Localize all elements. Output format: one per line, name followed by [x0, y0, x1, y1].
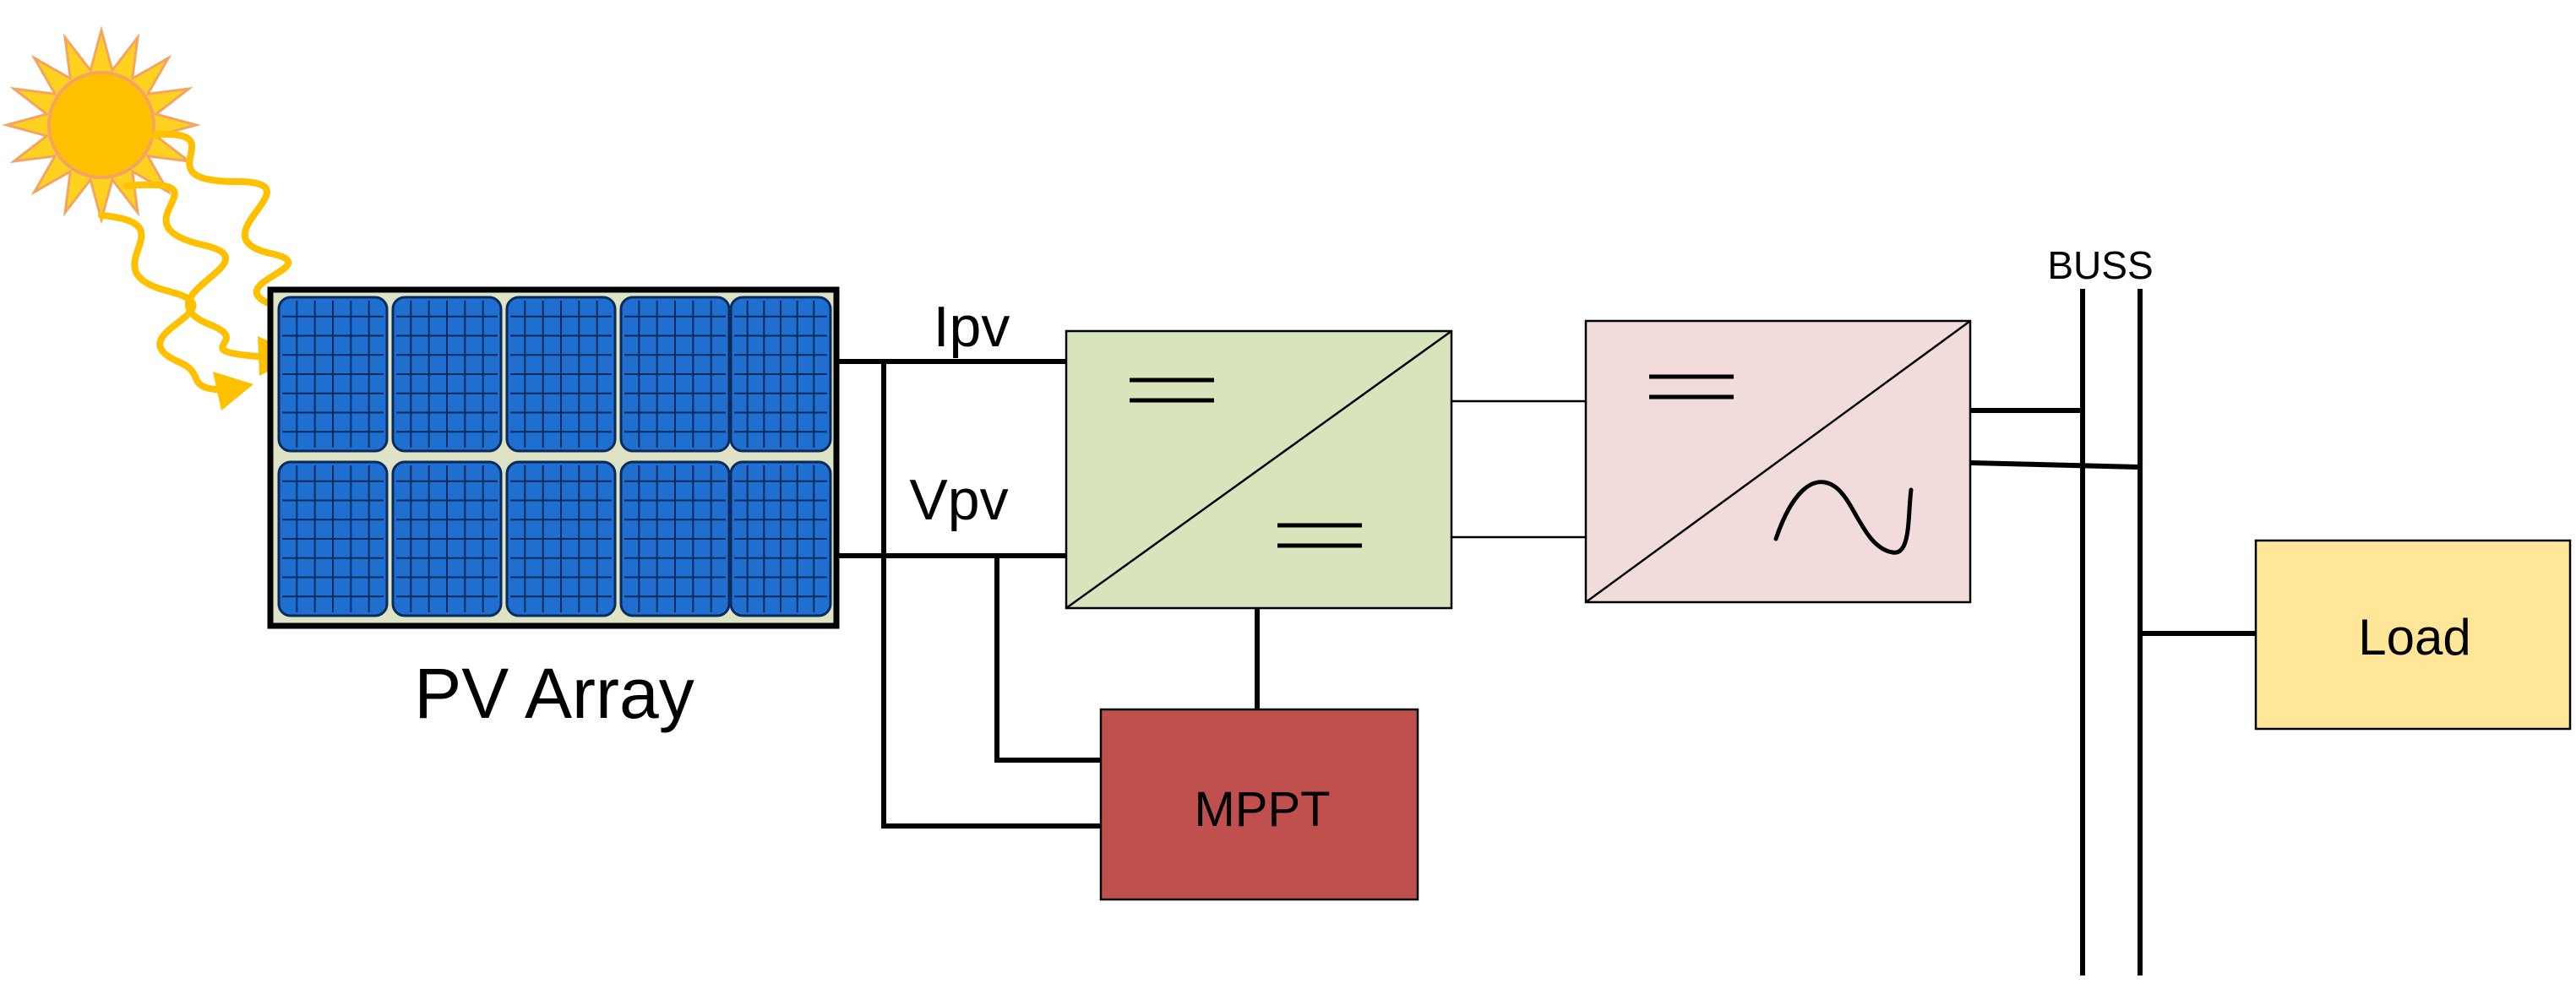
load-block: Load [2254, 539, 2572, 731]
wire-ac-out-2 [1967, 459, 2143, 470]
dc-symbol-icon [1130, 378, 1214, 403]
solar-cell [729, 460, 832, 617]
dc-dc-converter [1065, 329, 1453, 610]
dc-symbol-icon [1277, 523, 1362, 548]
dc-ac-diagonal [1585, 319, 1971, 604]
solar-cell [505, 296, 617, 453]
vpv-label: Vpv [909, 468, 1008, 532]
buss-label: BUSS [2047, 243, 2153, 287]
solar-cell [277, 460, 389, 617]
mppt-box [1099, 708, 1419, 901]
panel-cells [277, 296, 832, 617]
solar-panel-icon [267, 286, 840, 629]
sun-disc [47, 71, 155, 179]
ipv-label: Ipv [934, 295, 1010, 359]
solar-cell [619, 296, 731, 453]
solar-cell [277, 296, 389, 453]
mppt-label: MPPT [1194, 782, 1330, 837]
solar-cell [391, 460, 503, 617]
sunbeam-arrows [98, 131, 292, 394]
sunbeam-3 [98, 212, 236, 394]
sunbeam-2 [123, 181, 261, 360]
mppt-block: MPPT [1099, 708, 1419, 901]
dc-ac-inverter [1584, 319, 1972, 604]
ac-sine-icon [1773, 480, 1914, 555]
sunbeam-1 [144, 131, 292, 307]
wiring [834, 359, 2258, 829]
solar-cell [391, 296, 503, 453]
load-label: Load [2358, 609, 2470, 666]
arrowhead-3 [213, 372, 253, 410]
wire-current-sense [881, 359, 1103, 829]
wire-voltage-sense [994, 553, 1103, 763]
load-box [2254, 539, 2572, 731]
solar-cell [619, 460, 731, 617]
solar-cell [505, 460, 617, 617]
pv-array-label: PV Array [414, 654, 694, 733]
bus-bars [2080, 289, 2143, 975]
sun-icon [2, 25, 201, 225]
solar-cell [729, 296, 832, 453]
dc-dc-diagonal [1065, 329, 1452, 610]
dc-symbol-icon [1649, 374, 1734, 399]
